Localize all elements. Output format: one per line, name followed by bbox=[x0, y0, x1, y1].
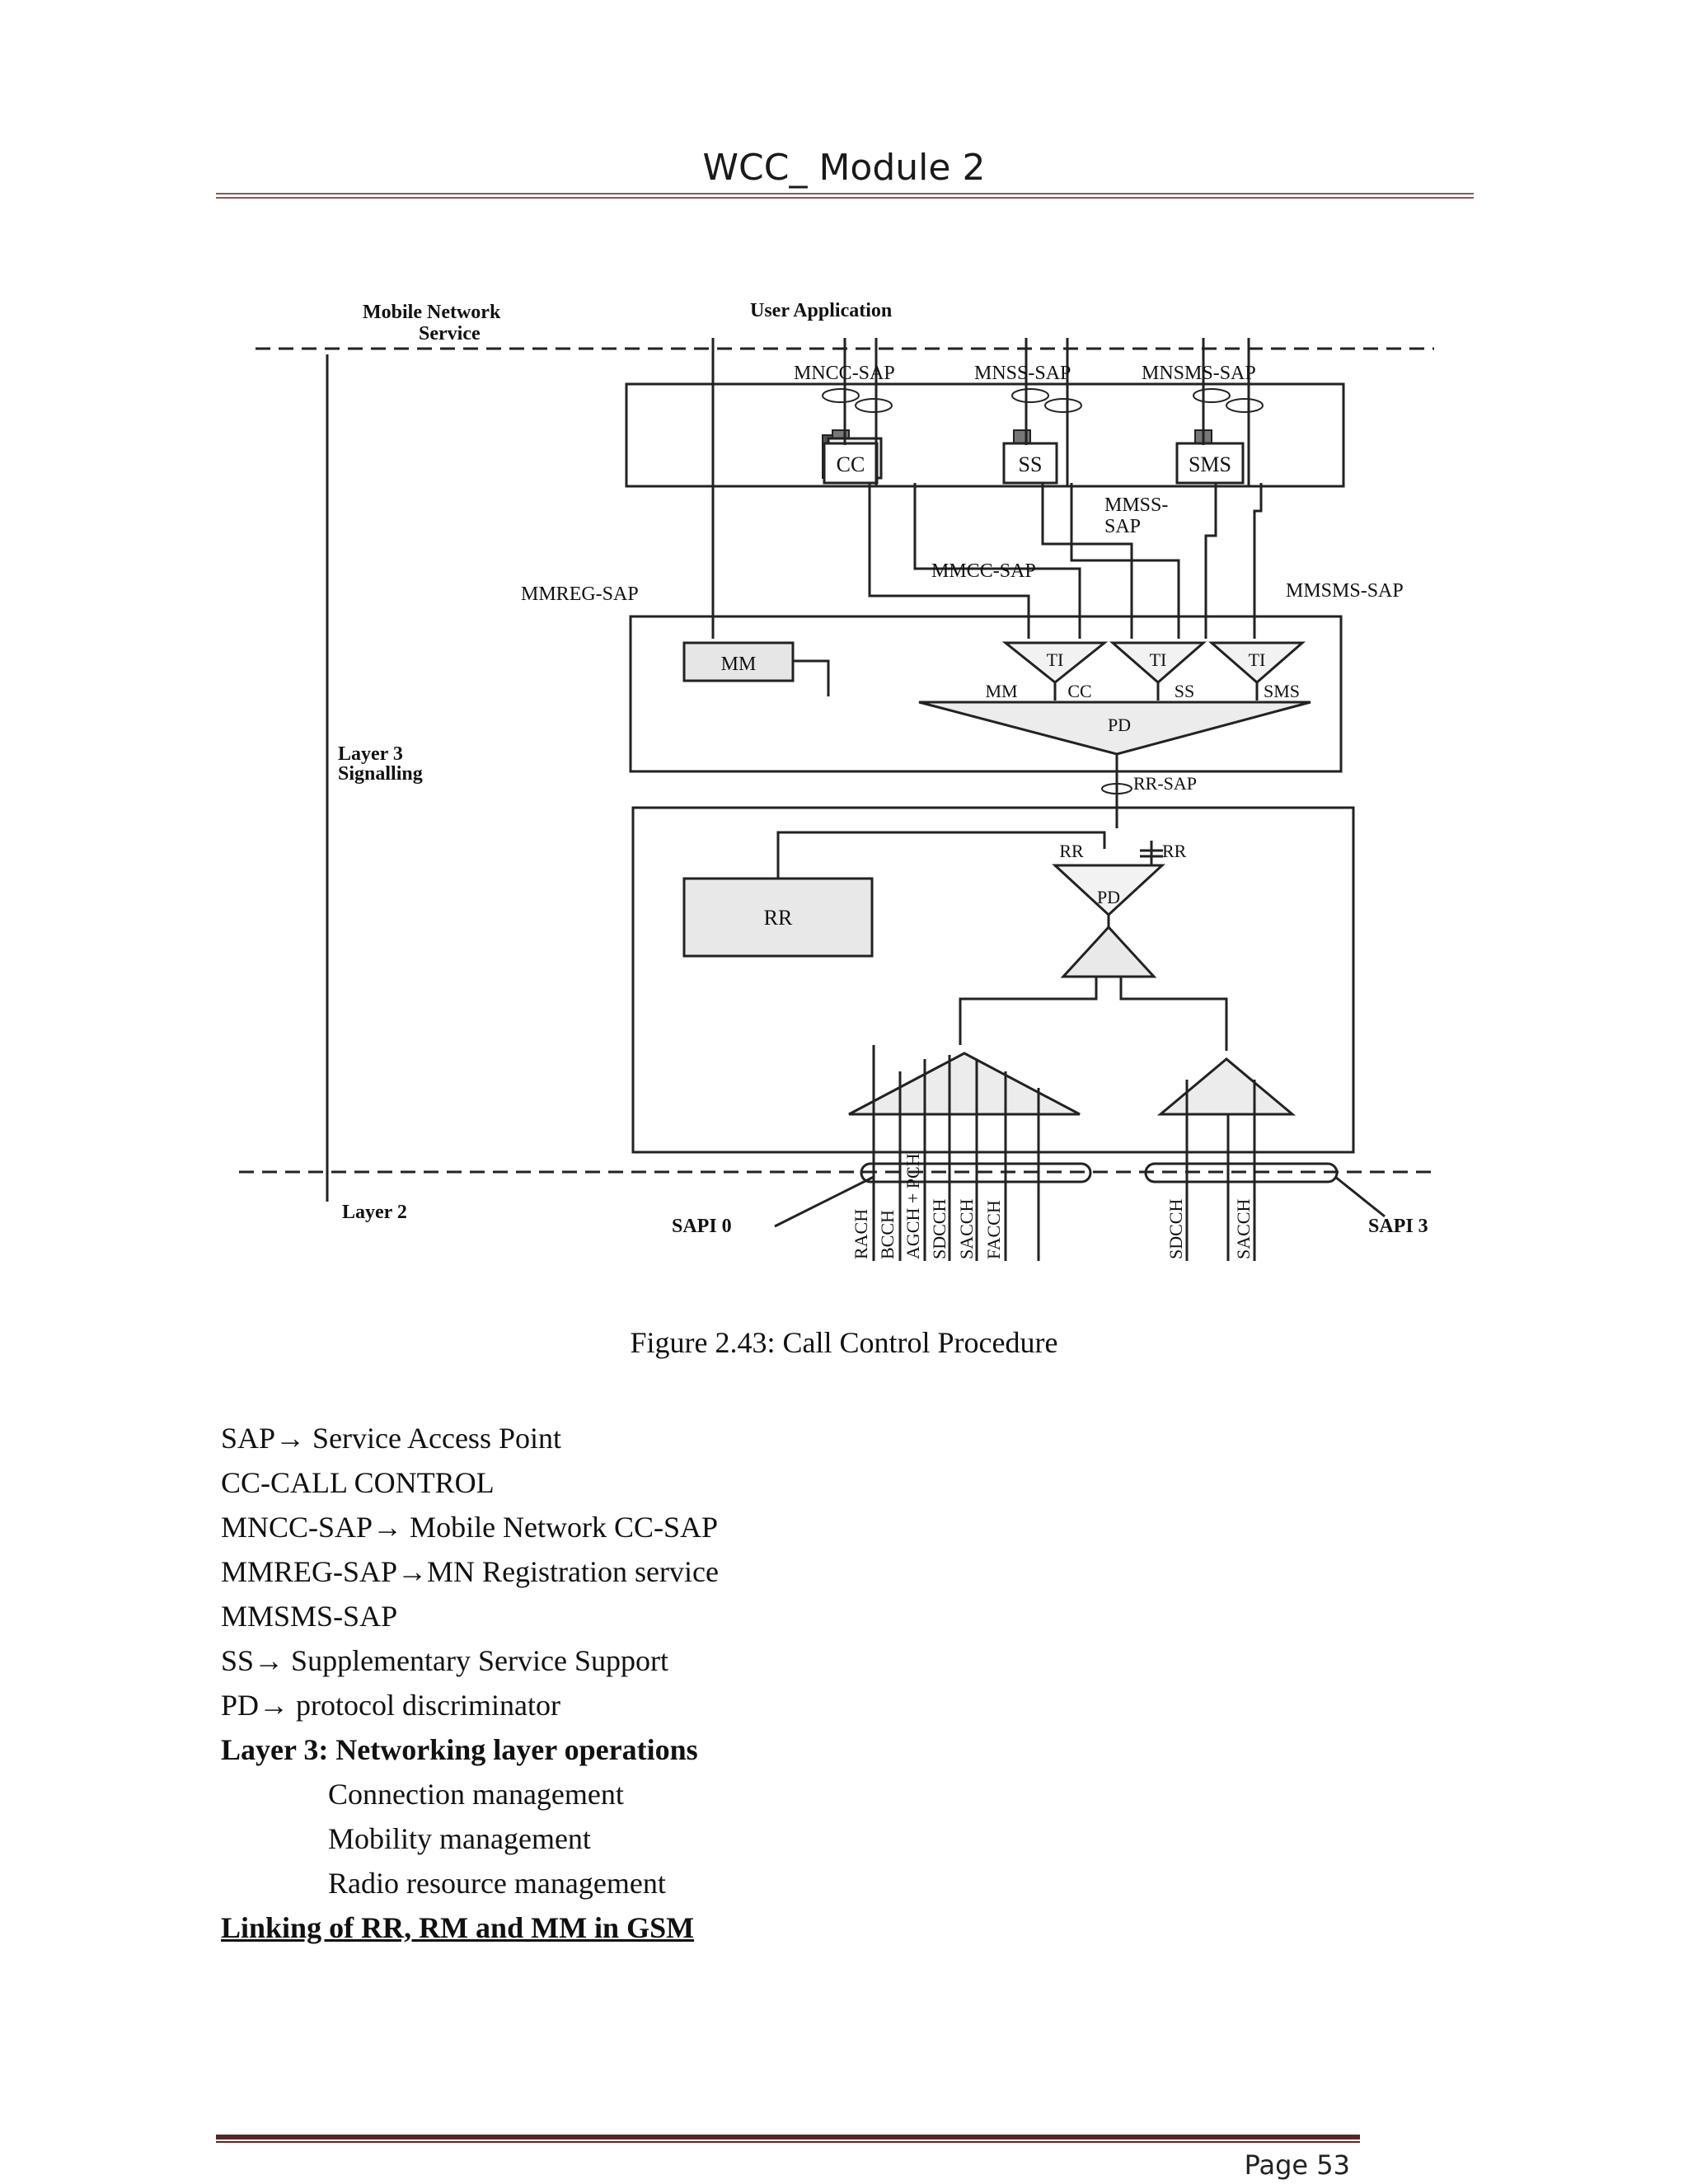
ss-entity: SS bbox=[1002, 429, 1058, 485]
rr-entity bbox=[682, 877, 874, 958]
channel-label-sacch: SACCH bbox=[956, 1199, 977, 1259]
channel-label-sdcch-2: SDCCH bbox=[1165, 1199, 1186, 1259]
layer3-label-2: Signalling bbox=[338, 763, 423, 785]
sms-port-label: SMS bbox=[1264, 681, 1300, 701]
mnss-sap-label: MNSS-SAP bbox=[974, 363, 1071, 384]
operation-item: Mobility management bbox=[328, 1822, 591, 1855]
mnsms-sap-label: MNSMS-SAP bbox=[1142, 363, 1256, 384]
mm-port-label: MM bbox=[985, 681, 1017, 701]
channel-label-bcch: BCCH bbox=[877, 1210, 898, 1259]
mncc-sap-label: MNCC-SAP bbox=[794, 363, 895, 384]
mobile-network-label-2: Service bbox=[419, 323, 481, 344]
ss-port-label: SS bbox=[1175, 681, 1194, 701]
page-number: Page 53 bbox=[1244, 2149, 1350, 2181]
pd2-triangle bbox=[1052, 864, 1165, 917]
cc-entity: CC bbox=[822, 429, 883, 485]
channel-lines bbox=[872, 1045, 1256, 1261]
mm-label: MM bbox=[721, 654, 757, 675]
channel-label-sacch-2: SACCH bbox=[1233, 1199, 1254, 1259]
link-triangle bbox=[1060, 925, 1157, 978]
channel-label-facch: FACCH bbox=[983, 1200, 1004, 1259]
cc-port-label: CC bbox=[1067, 681, 1091, 701]
header-rule bbox=[216, 193, 1474, 199]
mm-entity bbox=[682, 641, 795, 682]
layer3-label-1: Layer 3 bbox=[338, 743, 403, 765]
channel-label-rach: RACH bbox=[851, 1209, 871, 1259]
definition-cc: CC-CALL CONTROL bbox=[221, 1466, 495, 1499]
rr-label: RR bbox=[764, 906, 793, 930]
rr-sublayer-box bbox=[631, 806, 1355, 1154]
pd-triangle bbox=[918, 701, 1311, 756]
definition-mmreg: MMREG-SAP→MN Registration service bbox=[221, 1555, 719, 1588]
sms-entity: SMS bbox=[1175, 429, 1245, 485]
mmss-sap-label-2: SAP bbox=[1104, 516, 1141, 537]
signal-lines bbox=[711, 338, 1263, 639]
definitions-list: SAP→ Service Access Point CC-CALL CONTRO… bbox=[221, 1416, 719, 1950]
operation-item: Connection management bbox=[328, 1778, 624, 1811]
sapi3-label: SAPI 3 bbox=[1368, 1216, 1428, 1237]
mm-sublayer-box bbox=[629, 615, 1343, 773]
ti-label-2: TI bbox=[1150, 649, 1167, 670]
definition-ss: SS→ Supplementary Service Support bbox=[221, 1644, 668, 1677]
mmss-sap-label-1: MMSS- bbox=[1104, 494, 1168, 516]
sapi3-oval bbox=[1144, 1162, 1339, 1183]
mmsms-sap-label: MMSMS-SAP bbox=[1286, 580, 1404, 602]
sapi0-oval bbox=[860, 1162, 1092, 1183]
mmcc-sap-label: MMCC-SAP bbox=[931, 560, 1036, 582]
ti-triangles bbox=[1001, 641, 1306, 684]
ti-label-1: TI bbox=[1047, 649, 1064, 670]
channel-label-agch: AGCH + PCH bbox=[903, 1153, 923, 1259]
channel-label-sdcch: SDCCH bbox=[929, 1199, 950, 1259]
ss-label: SS bbox=[1019, 452, 1043, 476]
mmreg-sap-label: MMREG-SAP bbox=[521, 583, 639, 605]
footer-rule bbox=[216, 2135, 1360, 2143]
rr-sap-label: RR-SAP bbox=[1133, 773, 1197, 794]
cc-label: CC bbox=[837, 452, 865, 476]
figure-caption: Figure 2.43: Call Control Procedure bbox=[630, 1326, 1058, 1359]
sapi3-triangle bbox=[1156, 1057, 1296, 1116]
definition-pd: PD→ protocol discriminator bbox=[221, 1689, 560, 1722]
rr-left-label: RR bbox=[1059, 841, 1084, 861]
sap-ovals bbox=[822, 388, 1264, 413]
sms-label: SMS bbox=[1189, 452, 1231, 476]
operation-item: Radio resource management bbox=[328, 1867, 666, 1900]
mobile-network-label-1: Mobile Network bbox=[363, 302, 501, 323]
layer3-heading: Layer 3: Networking layer operations bbox=[221, 1733, 698, 1766]
pd-label: PD bbox=[1108, 715, 1131, 735]
linking-heading: Linking of RR, RM and MM in GSM bbox=[221, 1911, 695, 1944]
page-header-title: WCC_ Module 2 bbox=[702, 147, 986, 189]
sapi0-triangle bbox=[848, 1052, 1081, 1116]
definition-mncc: MNCC-SAP→ Mobile Network CC-SAP bbox=[221, 1511, 719, 1544]
definition-sap: SAP→ Service Access Point bbox=[221, 1422, 561, 1455]
definition-mmsms: MMSMS-SAP bbox=[221, 1600, 398, 1633]
pd2-label: PD bbox=[1097, 887, 1120, 907]
user-application-label: User Application bbox=[750, 300, 892, 321]
sapi0-label: SAPI 0 bbox=[672, 1216, 732, 1237]
layer2-label: Layer 2 bbox=[342, 1202, 407, 1223]
application-box bbox=[625, 382, 1345, 488]
rr-right-label: RR bbox=[1162, 841, 1187, 861]
call-control-diagram: CC SS SMS MM bbox=[239, 300, 1434, 1261]
ti-label-3: TI bbox=[1249, 649, 1266, 670]
